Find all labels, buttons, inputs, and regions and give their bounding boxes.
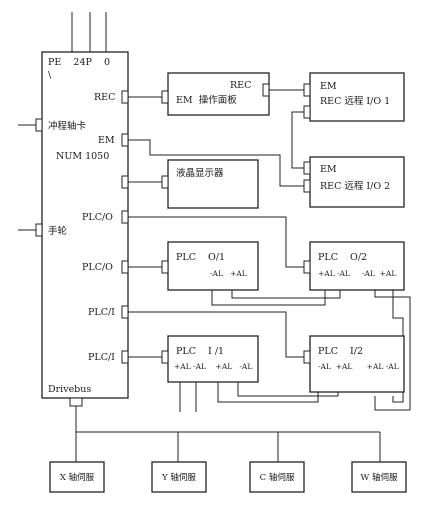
cnc-backslash: \ <box>48 70 52 81</box>
servo-y-label: Y 轴伺服 <box>161 472 196 483</box>
cnc-plc-i2-label: PLC/I <box>88 352 115 363</box>
plc-o1-terminals: -AL +AL <box>210 269 247 278</box>
plc-o2: PLC O/2 +AL -AL -AL +AL <box>303 241 405 291</box>
cnc-top-label: PE 24P 0 <box>48 57 110 68</box>
cnc-rec-port <box>121 90 129 104</box>
cnc-plc-i1-label: PLC/I <box>88 307 115 318</box>
cnc-box <box>41 51 129 399</box>
plc-o1: PLC O/1 -AL +AL <box>161 241 259 291</box>
cnc-num-label: NUM 1050 <box>56 151 109 162</box>
plc-i2: PLC I/2 -AL +AL +AL -AL <box>303 335 405 393</box>
remote-io-1: EM REC 远程 I/O 1 <box>303 72 405 122</box>
servo-c-label: C 轴伺服 <box>260 472 295 483</box>
cnc-punch-card-label: 冲程轴卡 <box>48 120 87 132</box>
cnc-plc-o1-port <box>121 210 129 224</box>
cnc-plc-i2-port <box>121 350 129 364</box>
cnc-handwheel-label: 手轮 <box>48 225 68 237</box>
cnc-em-port <box>121 133 129 147</box>
operator-panel: REC EM 操作面板 <box>161 72 270 116</box>
cnc-handwheel-port <box>35 223 43 237</box>
cnc-lcd-port <box>121 175 129 189</box>
cnc-plc-o1-label: PLC/O <box>82 212 113 223</box>
cnc-unit: PE 24P 0 \ REC 冲程轴卡 EM NUM 1050 PLC/O 手轮… <box>35 51 129 407</box>
lcd-display: 液晶显示器 <box>161 159 259 209</box>
plc-o2-title: PLC O/2 <box>318 252 367 263</box>
plc-i2-terminals: -AL +AL +AL -AL <box>318 362 399 371</box>
plc-i1: PLC I /1 +AL -AL +AL -AL <box>161 335 259 383</box>
remote2-label: REC 远程 I/O 2 <box>320 181 390 192</box>
plc-i1-terminals: +AL -AL +AL -AL <box>174 362 252 371</box>
servo-w-label: W 轴伺服 <box>361 472 398 483</box>
remote-io-2: EM REC 远程 I/O 2 <box>303 156 405 208</box>
cnc-em-label: EM <box>98 135 115 146</box>
remote2-em-label: EM <box>320 164 337 175</box>
servo-c: C 轴伺服 <box>249 461 305 493</box>
remote1-em-label: EM <box>320 81 337 92</box>
panel-rec-label: REC <box>230 80 251 91</box>
lcd-label: 液晶显示器 <box>176 167 224 179</box>
servo-w: W 轴伺服 <box>351 461 407 493</box>
plc-o2-terminals: +AL -AL -AL +AL <box>318 269 396 278</box>
servo-y: Y 轴伺服 <box>151 461 207 493</box>
cnc-rec-label: REC <box>94 92 115 103</box>
cnc-plc-o2-label: PLC/O <box>82 262 113 273</box>
plc-i1-title: PLC I /1 <box>176 346 224 357</box>
cnc-punch-port <box>35 118 43 132</box>
servo-x: X 轴伺服 <box>49 461 105 493</box>
cnc-plc-i1-port <box>121 305 129 319</box>
drivebus-port <box>69 397 83 407</box>
cnc-drivebus-label: Drivebus <box>48 384 91 395</box>
plc-i2-title: PLC I/2 <box>318 346 363 357</box>
plc-o1-title: PLC O/1 <box>176 252 225 263</box>
remote1-label: REC 远程 I/O 1 <box>320 96 390 107</box>
panel-label: EM 操作面板 <box>176 94 237 106</box>
cnc-plc-o2-port <box>121 260 129 274</box>
servo-x-label: X 轴伺服 <box>60 472 95 483</box>
